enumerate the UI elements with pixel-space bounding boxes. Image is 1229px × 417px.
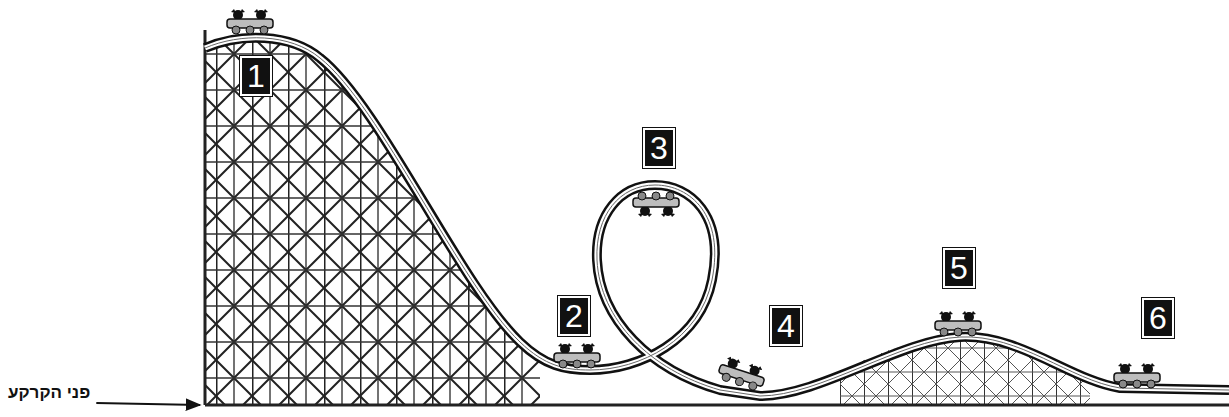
callout-number: 5 [943,248,975,288]
coaster-car [554,343,600,368]
ground-line [205,404,1229,407]
coaster-track [205,38,1229,396]
callout-number: 1 [240,56,272,96]
coaster-car [935,311,981,336]
callout-number: 6 [1142,298,1174,338]
coaster-car [716,355,767,393]
coaster-car [633,192,679,217]
ground-label: פני הקרקע [8,383,90,403]
coaster-car [1114,363,1160,388]
callout-number: 2 [558,296,590,336]
callout-number: 3 [643,128,675,168]
structure-edge [204,30,207,405]
callout-number: 4 [770,306,802,346]
coaster-car [227,9,273,34]
wooden-structure [205,30,545,410]
pointer-arrow [96,403,200,405]
